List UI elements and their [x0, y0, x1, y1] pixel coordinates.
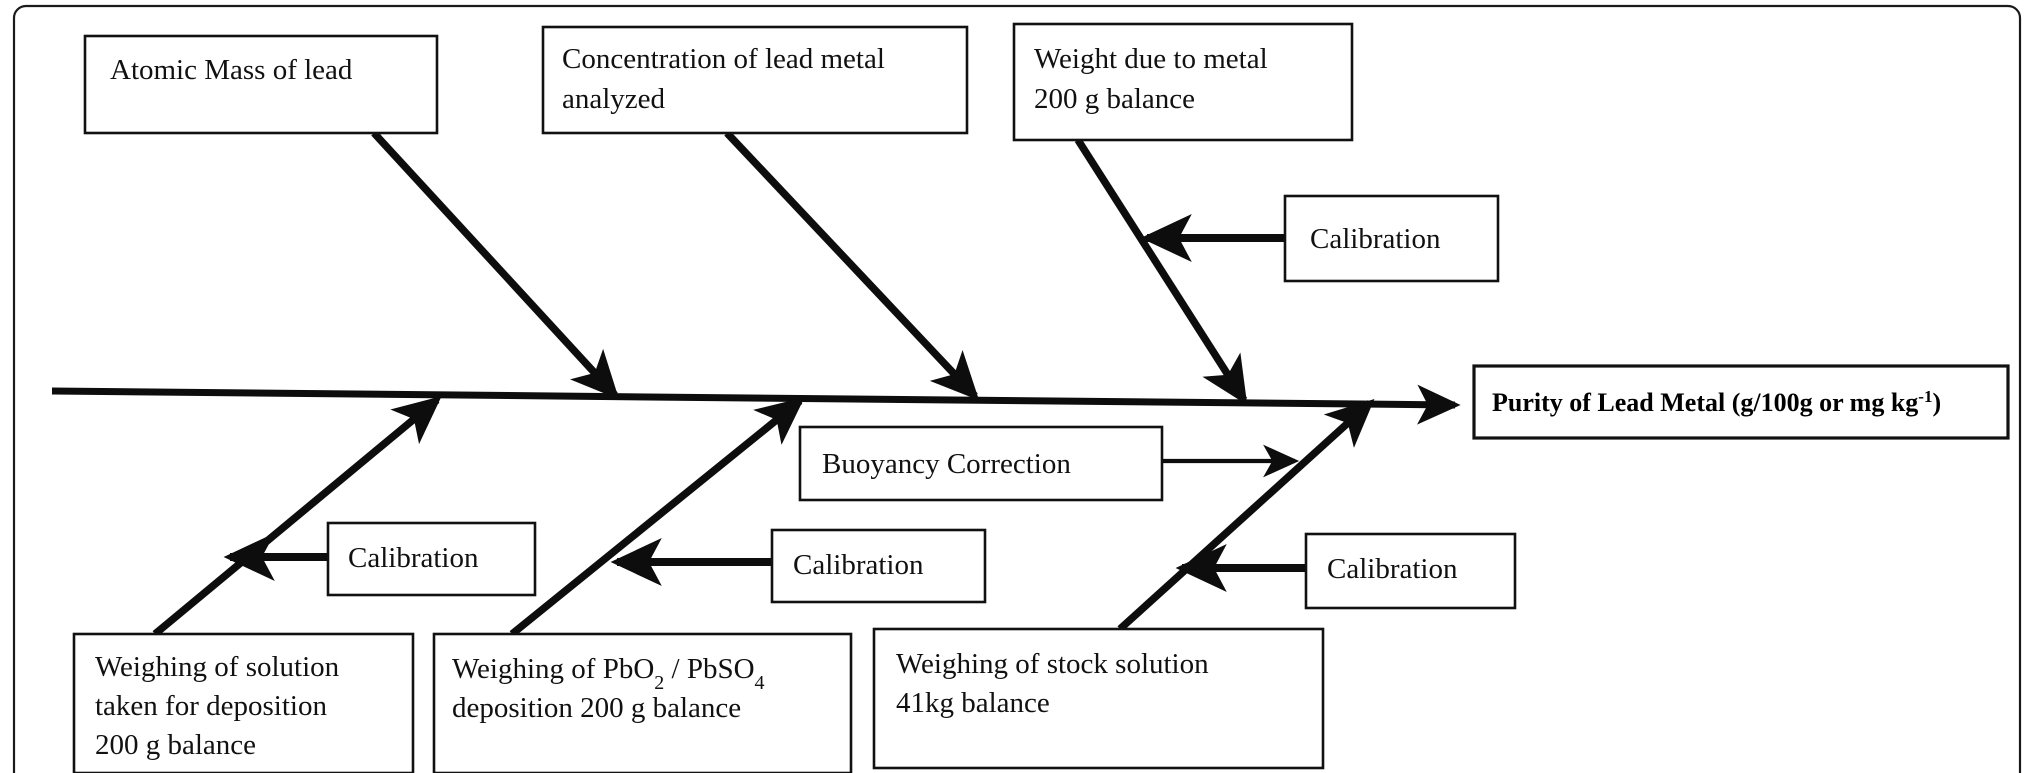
cause-label-weighing-solution-line3: 200 g balance [95, 729, 256, 761]
subcause-box-calibration-weight[interactable]: Calibration [1283, 194, 1500, 283]
cause-box-weight-due-to-metal[interactable]: Weight due to metal 200 g balance [1012, 22, 1354, 142]
cause-box-weighing-stock-solution[interactable]: Weighing of stock solution 41kg balance [872, 627, 1325, 770]
subcause-label-calibration-weight: Calibration [1310, 223, 1441, 255]
effect-box-purity-of-lead-metal[interactable]: Purity of Lead Metal (g/100g or mg kg-1) [1472, 364, 2010, 440]
cause-label-concentration-line1: Concentration of lead metal [562, 43, 885, 75]
subcause-box-calibration-pbo2[interactable]: Calibration [770, 528, 987, 604]
outer-frame [12, 4, 2022, 773]
effect-label-prefix: Purity of Lead Metal (g/100g or mg kg [1492, 388, 1918, 417]
cause-box-atomic-mass[interactable]: Atomic Mass of lead [83, 34, 439, 135]
cause-box-weighing-pbo2-pbso4[interactable]: Weighing of PbO2 / PbSO4 deposition 200 … [432, 632, 853, 773]
subcause-label-buoyancy-correction: Buoyancy Correction [822, 448, 1071, 480]
cause-box-concentration[interactable]: Concentration of lead metal analyzed [541, 25, 969, 135]
rib-weight-due-to-metal [1074, 137, 1248, 406]
cause-label-weighing-pbo2-line1: Weighing of PbO2 / PbSO4 [452, 653, 765, 694]
pbo2-seg-4-subscript: 4 [755, 672, 765, 694]
subcause-label-calibration-stock: Calibration [1327, 553, 1458, 585]
pbo2-seg-1: Weighing of PbO [452, 653, 654, 685]
pbo2-seg-2-subscript: 2 [654, 672, 664, 694]
cause-box-weighing-solution-deposition[interactable]: Weighing of solution taken for depositio… [72, 632, 415, 773]
cause-label-weighing-solution-line2: taken for deposition [95, 690, 327, 722]
cause-label-weight-line1: Weight due to metal [1034, 43, 1268, 75]
subcause-box-calibration-stock[interactable]: Calibration [1304, 532, 1517, 610]
rib-atomic-mass [371, 130, 620, 400]
rib-weighing-pbo2 [509, 397, 805, 637]
subcause-box-buoyancy-correction[interactable]: Buoyancy Correction [798, 425, 1164, 502]
effect-label-superscript: -1 [1918, 387, 1932, 406]
effect-label: Purity of Lead Metal (g/100g or mg kg-1) [1492, 387, 1941, 418]
cause-label-weighing-stock-line1: Weighing of stock solution [896, 648, 1209, 680]
subcause-label-calibration-pbo2: Calibration [793, 549, 924, 581]
subcause-box-calibration-solution[interactable]: Calibration [326, 521, 537, 597]
pbo2-seg-3: / PbSO [664, 653, 754, 685]
cause-label-atomic-mass-line1: Atomic Mass of lead [110, 54, 353, 86]
rib-weighing-solution [152, 396, 442, 637]
effect-label-suffix: ) [1932, 388, 1941, 417]
cause-label-weighing-solution-line1: Weighing of solution [95, 651, 340, 683]
subcause-label-calibration-solution: Calibration [348, 542, 479, 574]
cause-label-concentration-line2: analyzed [562, 83, 666, 115]
cause-label-weight-line2: 200 g balance [1034, 83, 1195, 115]
rib-concentration [724, 130, 980, 401]
rib-weighing-stock [1117, 398, 1375, 632]
cause-label-weighing-stock-line2: 41kg balance [896, 687, 1050, 719]
cause-label-weighing-pbo2-line2: deposition 200 g balance [452, 692, 741, 724]
